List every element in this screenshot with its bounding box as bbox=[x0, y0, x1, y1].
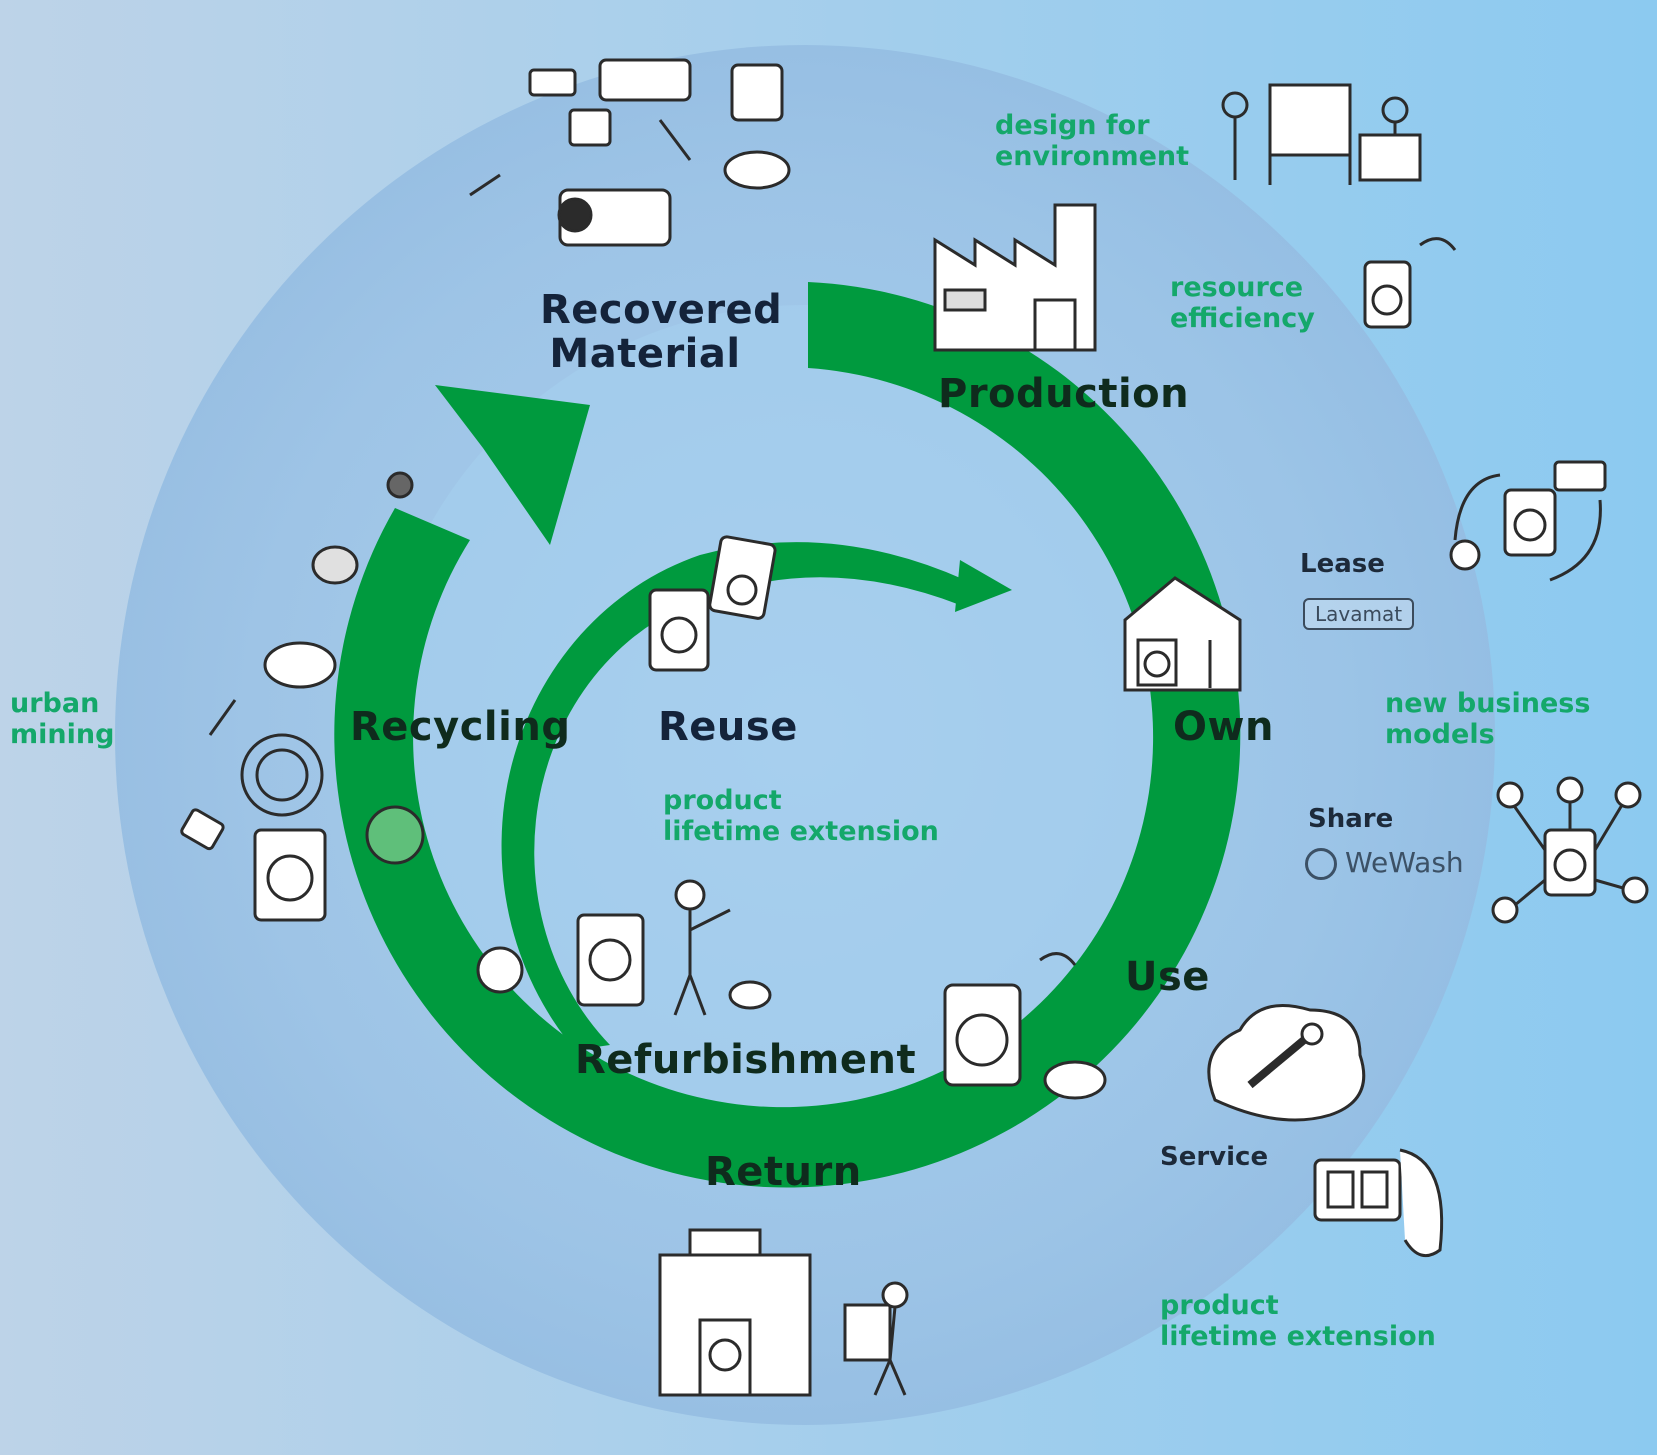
label-return: Return bbox=[705, 1149, 862, 1195]
share-brand: WeWash bbox=[1305, 846, 1464, 880]
share-network-icon bbox=[1491, 776, 1649, 924]
note-new-business-models: new business models bbox=[1385, 688, 1591, 751]
label-recycling: Recycling bbox=[350, 704, 571, 750]
factory-icon bbox=[933, 203, 1097, 352]
label-recovered-material: Recovered Material bbox=[540, 287, 783, 377]
label-use: Use bbox=[1125, 954, 1210, 1000]
urban-mining-parts-icon bbox=[180, 471, 524, 994]
service-wrench-icon bbox=[1207, 1004, 1366, 1122]
lease-badge: Lavamat bbox=[1303, 598, 1415, 630]
reuse-washers-icon bbox=[648, 535, 777, 672]
phone-washer-icon bbox=[1363, 237, 1457, 329]
repair-kit-icon bbox=[1313, 1148, 1444, 1258]
reuse-loop-band bbox=[501, 542, 965, 1050]
refurbish-worker-icon bbox=[576, 879, 772, 1016]
label-production: Production bbox=[938, 371, 1190, 417]
house-icon bbox=[1123, 576, 1242, 692]
note-urban-mining: urban mining bbox=[10, 688, 115, 751]
note-product-lifetime-extension-inner: product lifetime extension bbox=[663, 785, 939, 848]
note-design-for-environment: design for environment bbox=[995, 110, 1190, 173]
label-share: Share bbox=[1308, 804, 1394, 834]
label-own: Own bbox=[1173, 704, 1274, 750]
label-service: Service bbox=[1160, 1142, 1269, 1172]
note-resource-efficiency: resource efficiency bbox=[1170, 272, 1315, 335]
note-product-lifetime-extension-outer: product lifetime extension bbox=[1160, 1290, 1436, 1353]
reuse-arrowhead bbox=[955, 560, 1012, 612]
designers-whiteboard-icon bbox=[1221, 83, 1422, 185]
washer-in-use-icon bbox=[943, 952, 1107, 1100]
return-depot-icon bbox=[658, 1228, 812, 1397]
share-brand-text: WeWash bbox=[1345, 846, 1464, 879]
parts-pile-icon bbox=[469, 58, 791, 247]
recycling-arrowhead bbox=[435, 385, 590, 545]
wewash-ring-icon bbox=[1305, 848, 1337, 880]
label-reuse: Reuse bbox=[658, 704, 798, 750]
courier-icon bbox=[843, 1281, 909, 1396]
lease-cycle-icon bbox=[1449, 460, 1607, 582]
label-refurbishment: Refurbishment bbox=[575, 1037, 917, 1083]
label-lease: Lease bbox=[1300, 549, 1385, 579]
